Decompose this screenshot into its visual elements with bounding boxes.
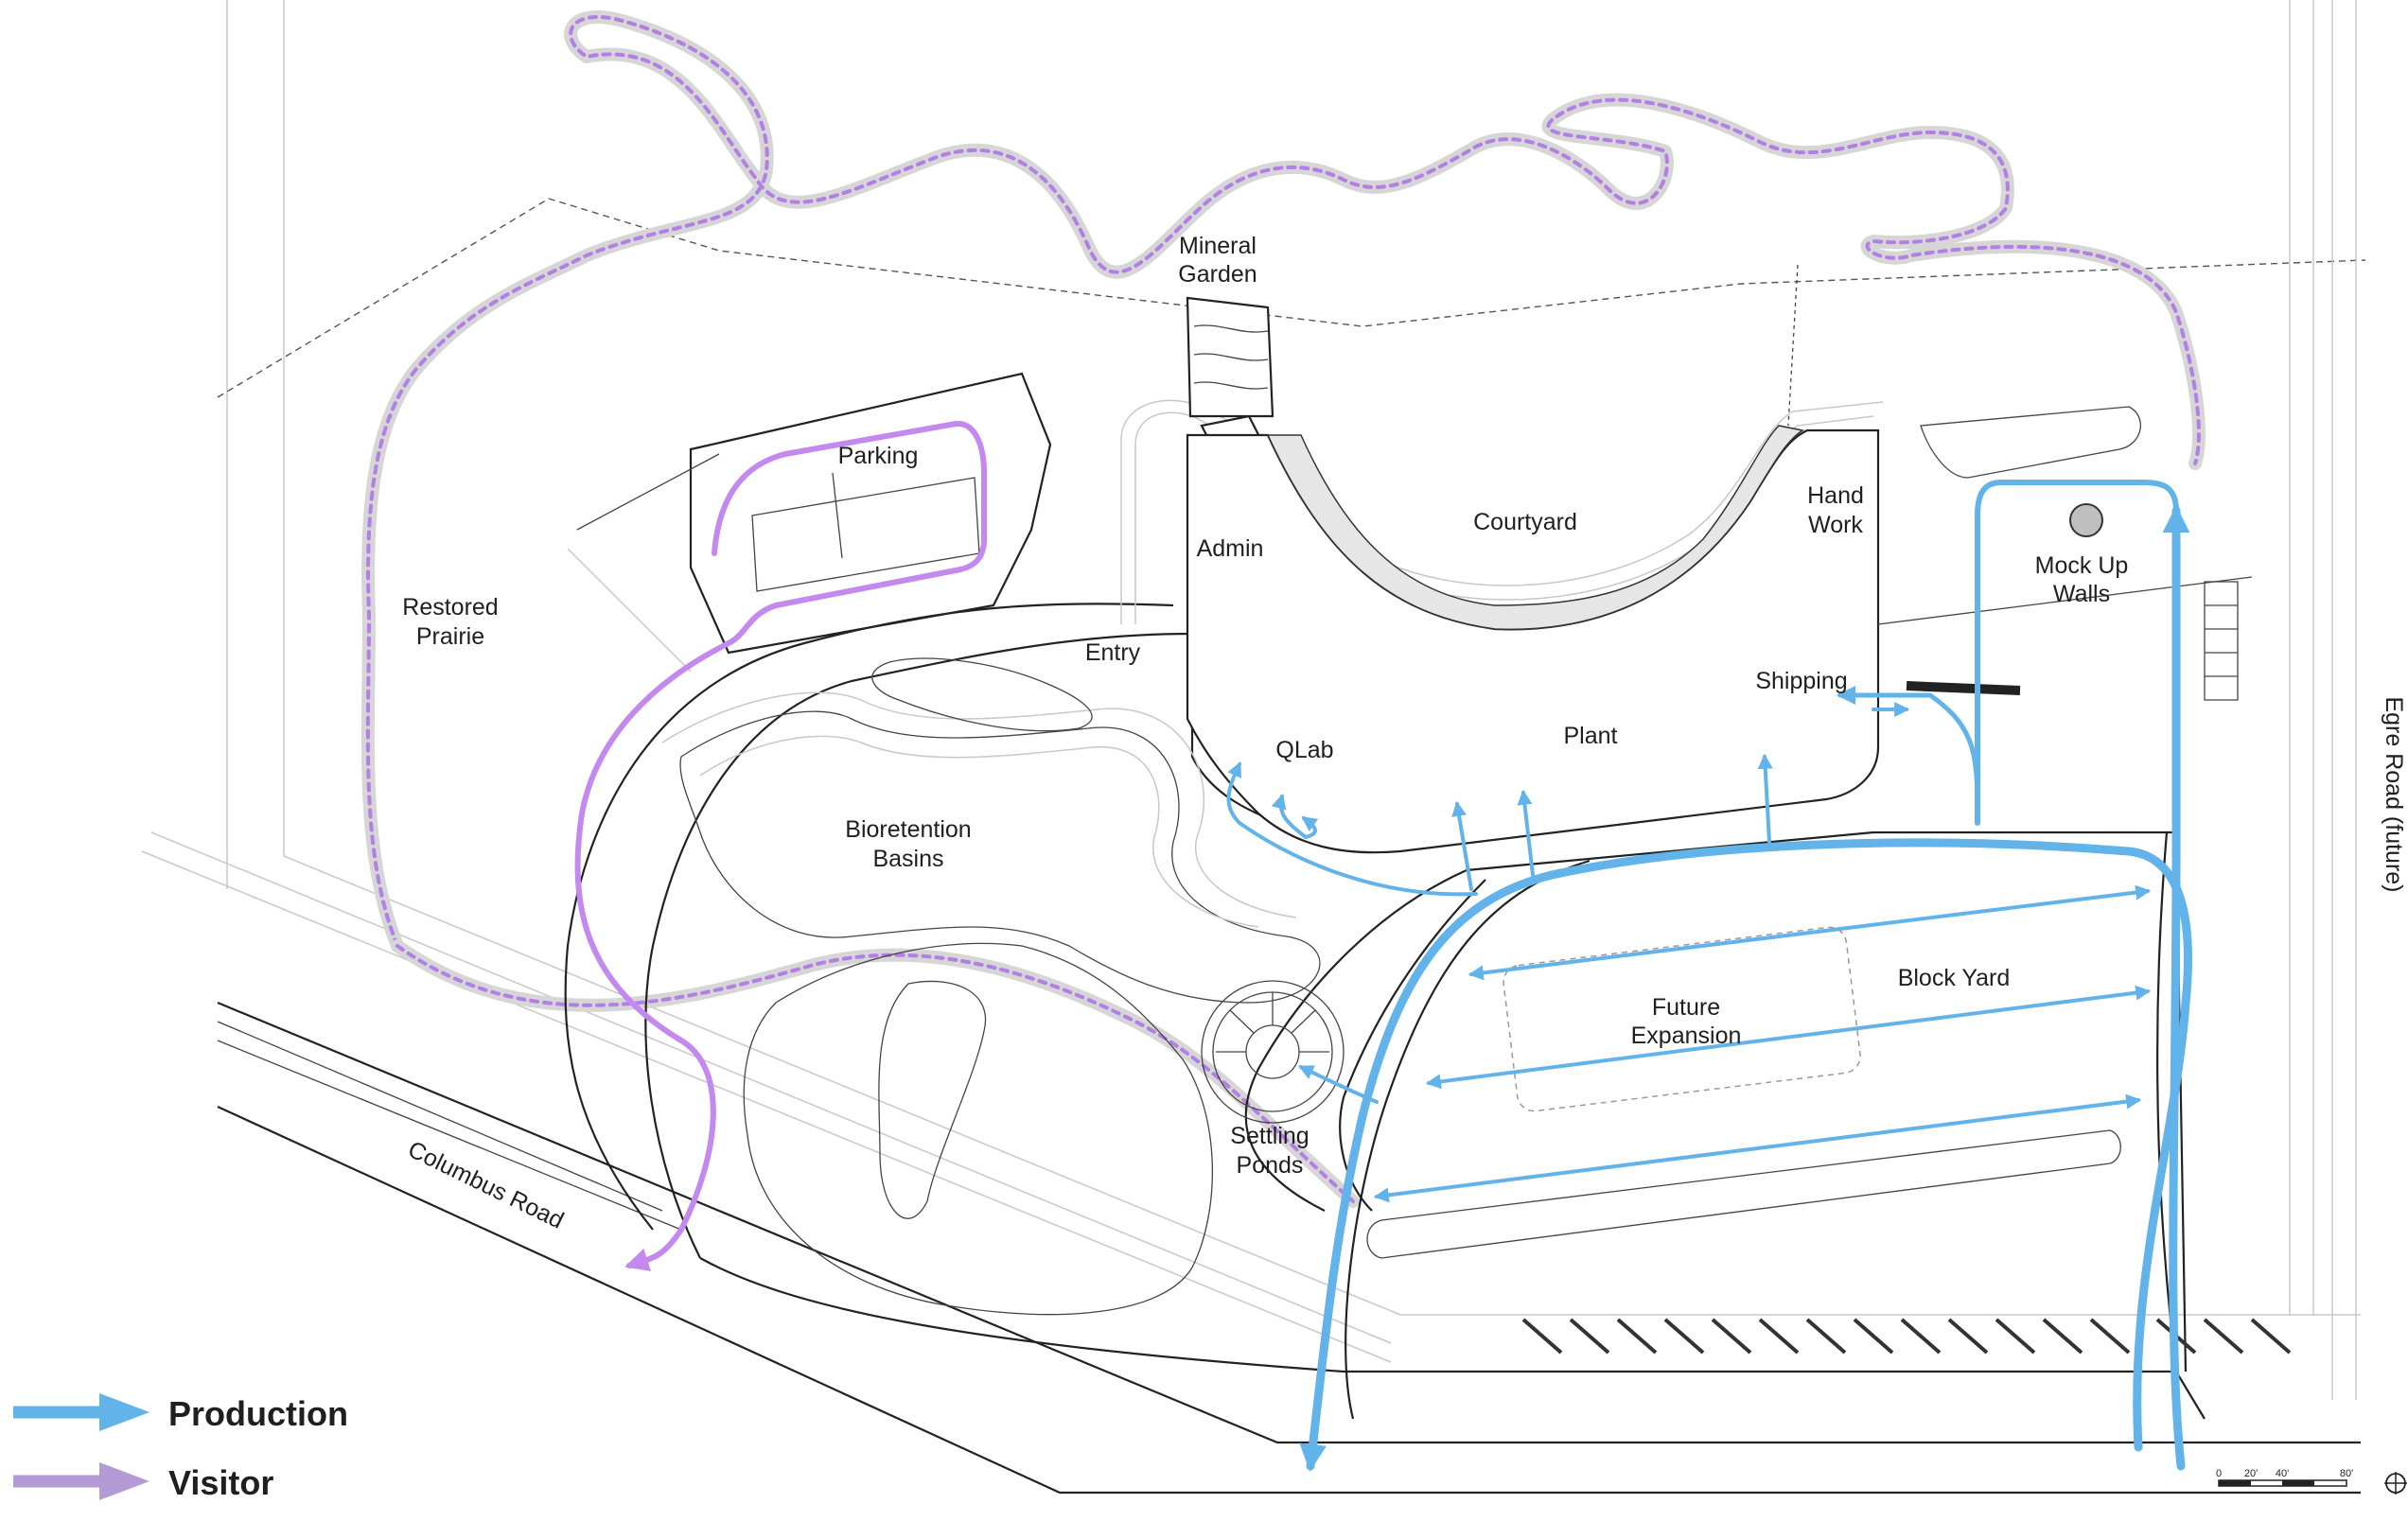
- north-arrow-icon: [2384, 1472, 2407, 1495]
- label-mock-up-walls-2: Walls: [2053, 581, 2110, 607]
- scale-tick-80: 80': [2340, 1468, 2353, 1479]
- mock-up-walls-area: [1906, 406, 2239, 701]
- label-future-2: Expansion: [1631, 1023, 1742, 1049]
- label-bioretention-1: Bioretention: [845, 816, 971, 843]
- label-block-yard: Block Yard: [1898, 965, 2011, 991]
- label-mineral-garden-1: Mineral: [1179, 233, 1257, 259]
- label-bioretention-2: Basins: [872, 846, 943, 872]
- scale-tick-20: 20': [2244, 1468, 2258, 1479]
- legend-production-arrowhead: [99, 1393, 149, 1431]
- label-courtyard: Courtyard: [1473, 509, 1577, 535]
- label-restored-prairie-1: Restored: [402, 594, 498, 621]
- columbus-road-lines: [217, 1001, 2361, 1495]
- bioretention-basins: [661, 657, 1321, 1316]
- legend-production-label: Production: [168, 1394, 348, 1433]
- label-settling-1: Settling: [1230, 1123, 1309, 1149]
- scale-tick-40: 40': [2276, 1468, 2289, 1479]
- label-future-1: Future: [1652, 994, 1720, 1021]
- egre-road-lines: [2331, 0, 2357, 1400]
- label-mineral-garden-2: Garden: [1178, 261, 1257, 288]
- parking-lot: [567, 372, 1052, 673]
- label-shipping: Shipping: [1755, 668, 1847, 694]
- legend-visitor-label: Visitor: [168, 1463, 273, 1502]
- settling-pond: [1201, 980, 1345, 1124]
- label-hand-work-1: Hand: [1807, 482, 1864, 509]
- courtyard-stone-band: [1266, 425, 1804, 631]
- parking-stripes: [1521, 1318, 2292, 1355]
- property-boundary: [141, 0, 2366, 1363]
- label-entry: Entry: [1085, 639, 1141, 666]
- visitor-flow: [574, 420, 987, 1271]
- label-plant: Plant: [1564, 723, 1618, 749]
- nature-trail: [360, 10, 2206, 1208]
- legend: Production Visitor: [13, 1393, 348, 1502]
- scale-bar: 0 20' 40' 80': [2216, 1468, 2353, 1487]
- label-qlab: QLab: [1275, 737, 1333, 763]
- mineral-garden: [1186, 296, 1274, 418]
- production-flows: [1226, 480, 2192, 1472]
- label-parking: Parking: [838, 443, 919, 469]
- access-roads: [564, 603, 2206, 1420]
- label-columbus-road: Columbus Road: [404, 1136, 568, 1234]
- main-building: [1186, 428, 2253, 854]
- scale-tick-0: 0: [2216, 1468, 2222, 1479]
- label-settling-2: Ponds: [1237, 1152, 1304, 1179]
- label-restored-prairie-2: Prairie: [416, 623, 484, 650]
- label-egre-road: Egre Road (future): [2381, 696, 2407, 892]
- label-hand-work-2: Work: [1808, 512, 1863, 538]
- label-admin: Admin: [1197, 535, 1264, 562]
- label-mock-up-walls-1: Mock Up: [2035, 552, 2129, 579]
- legend-visitor-arrowhead: [99, 1462, 149, 1500]
